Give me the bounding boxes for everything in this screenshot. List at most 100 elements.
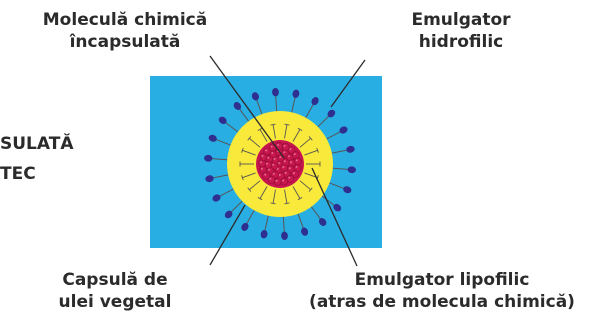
emulsifier-head bbox=[311, 97, 319, 106]
emulsifier-head bbox=[260, 230, 268, 239]
molecule-highlight bbox=[278, 173, 281, 176]
molecule-highlight bbox=[266, 162, 269, 165]
molecule-highlight bbox=[273, 157, 276, 160]
emulsifier-head bbox=[281, 231, 288, 241]
emulsifier-head bbox=[205, 175, 214, 183]
emulsifier-head bbox=[272, 87, 279, 97]
lipophilic-cap bbox=[270, 202, 276, 205]
molecule-highlight bbox=[269, 177, 272, 180]
lipophilic-cap bbox=[316, 147, 319, 153]
emulsifier-tail bbox=[275, 96, 278, 113]
leader-line-molecule bbox=[209, 55, 285, 159]
emulsifier-tail bbox=[321, 195, 335, 206]
lipophilic-tail bbox=[242, 149, 256, 156]
molecule-highlight bbox=[272, 172, 275, 175]
molecule-sphere bbox=[258, 159, 266, 168]
leader-line-capsule bbox=[209, 204, 246, 266]
emulsifier-tail bbox=[216, 139, 232, 146]
label-line: hidrofilic bbox=[418, 32, 504, 52]
molecule-highlight bbox=[267, 156, 270, 159]
lipophilic-cap bbox=[284, 202, 290, 205]
emulsifier-head bbox=[318, 218, 327, 226]
molecule-highlight bbox=[287, 155, 290, 158]
lipophilic-cap bbox=[241, 175, 244, 181]
molecule-highlight bbox=[283, 151, 286, 154]
molecule-highlight bbox=[289, 161, 292, 164]
emulsifier-tail bbox=[282, 215, 285, 232]
lipophilic-cap bbox=[284, 123, 290, 126]
emulsifier-head bbox=[233, 102, 242, 110]
lipophilic-cap bbox=[257, 197, 263, 201]
lipophilic-emulsifier-group bbox=[239, 123, 321, 205]
lipophilic-cap bbox=[247, 136, 252, 141]
lipophilic-cap bbox=[297, 197, 303, 201]
molecule-sphere bbox=[259, 152, 268, 161]
molecule-highlight bbox=[279, 156, 282, 159]
molecule-highlight bbox=[282, 166, 285, 169]
molecule-sphere bbox=[291, 170, 299, 178]
molecule-highlight bbox=[289, 148, 292, 151]
molecule-highlight bbox=[271, 152, 274, 155]
molecule-highlight bbox=[284, 171, 287, 174]
emulsifier-head bbox=[343, 186, 352, 194]
label-line: (atras de molecula chimică) bbox=[309, 292, 575, 312]
lipophilic-cap bbox=[270, 123, 276, 126]
molecule-sphere bbox=[281, 143, 290, 151]
lipophilic-tail bbox=[284, 124, 288, 139]
emulsifier-tail bbox=[304, 104, 314, 119]
lipophilic-tail bbox=[249, 137, 261, 148]
lipophilic-cap bbox=[308, 187, 313, 192]
label-lipophilic-emulsifier: Emulgator lipofilic (atras de molecula c… bbox=[284, 269, 600, 313]
emulsifier-tail bbox=[316, 115, 329, 128]
lipophilic-tail bbox=[299, 137, 311, 148]
hydrophilic-emulsifier-group bbox=[204, 87, 356, 241]
lipophilic-cap bbox=[247, 187, 252, 192]
label-hydrophilic-emulsifier: Emulgator hidrofilic bbox=[376, 9, 546, 53]
lipophilic-cap bbox=[308, 136, 313, 141]
emulsifier-tail bbox=[325, 131, 341, 140]
emulsifier-tail bbox=[331, 167, 348, 170]
lipophilic-cap bbox=[257, 127, 263, 131]
emulsifier-head bbox=[208, 134, 217, 142]
emulsifier-head bbox=[218, 116, 227, 125]
emulsifier-tail bbox=[297, 212, 304, 229]
emulsifier-head bbox=[339, 126, 348, 134]
molecule-highlight bbox=[288, 167, 291, 170]
lipophilic-tail bbox=[292, 186, 301, 199]
molecule-highlight bbox=[272, 163, 275, 166]
molecule-highlight bbox=[265, 149, 268, 152]
emulsifier-tail bbox=[212, 158, 229, 161]
emulsifier-tail bbox=[256, 99, 263, 116]
molecule-highlight bbox=[282, 179, 285, 182]
emulsifier-tail bbox=[310, 205, 321, 220]
molecule-sphere bbox=[293, 157, 302, 166]
emulsifier-head bbox=[212, 194, 221, 202]
label-encapsulated-molecule: Moleculă chimică încapsulată bbox=[10, 9, 240, 53]
lipophilic-tail bbox=[259, 186, 268, 199]
emulsifier-head bbox=[251, 92, 259, 101]
molecule-highlight bbox=[261, 154, 264, 157]
leader-line-lipophilic bbox=[311, 167, 358, 267]
label-line: încapsulată bbox=[69, 32, 181, 52]
molecule-highlight bbox=[264, 173, 267, 176]
molecule-highlight bbox=[283, 160, 286, 163]
lipophilic-cap bbox=[297, 127, 303, 131]
molecule-highlight bbox=[295, 159, 298, 162]
emulsifier-tail bbox=[246, 209, 256, 224]
molecule-highlight bbox=[292, 172, 295, 175]
lipophilic-tail bbox=[242, 172, 256, 179]
lipophilic-tail bbox=[292, 129, 301, 142]
molecule-highlight bbox=[270, 145, 273, 148]
emulsifier-tail bbox=[328, 182, 344, 189]
lipophilic-tail bbox=[249, 180, 261, 191]
leader-lines bbox=[209, 55, 366, 267]
molecule-sphere bbox=[280, 177, 289, 186]
lipophilic-tail bbox=[284, 189, 288, 204]
label-line: Moleculă chimică bbox=[42, 10, 208, 30]
emulsifier-tail bbox=[330, 149, 347, 154]
emulsifier-tail bbox=[291, 97, 296, 114]
emulsifier-tail bbox=[225, 122, 239, 133]
lipophilic-tail bbox=[272, 124, 276, 139]
emulsifier-tail bbox=[219, 188, 235, 197]
molecule-highlight bbox=[288, 176, 291, 179]
